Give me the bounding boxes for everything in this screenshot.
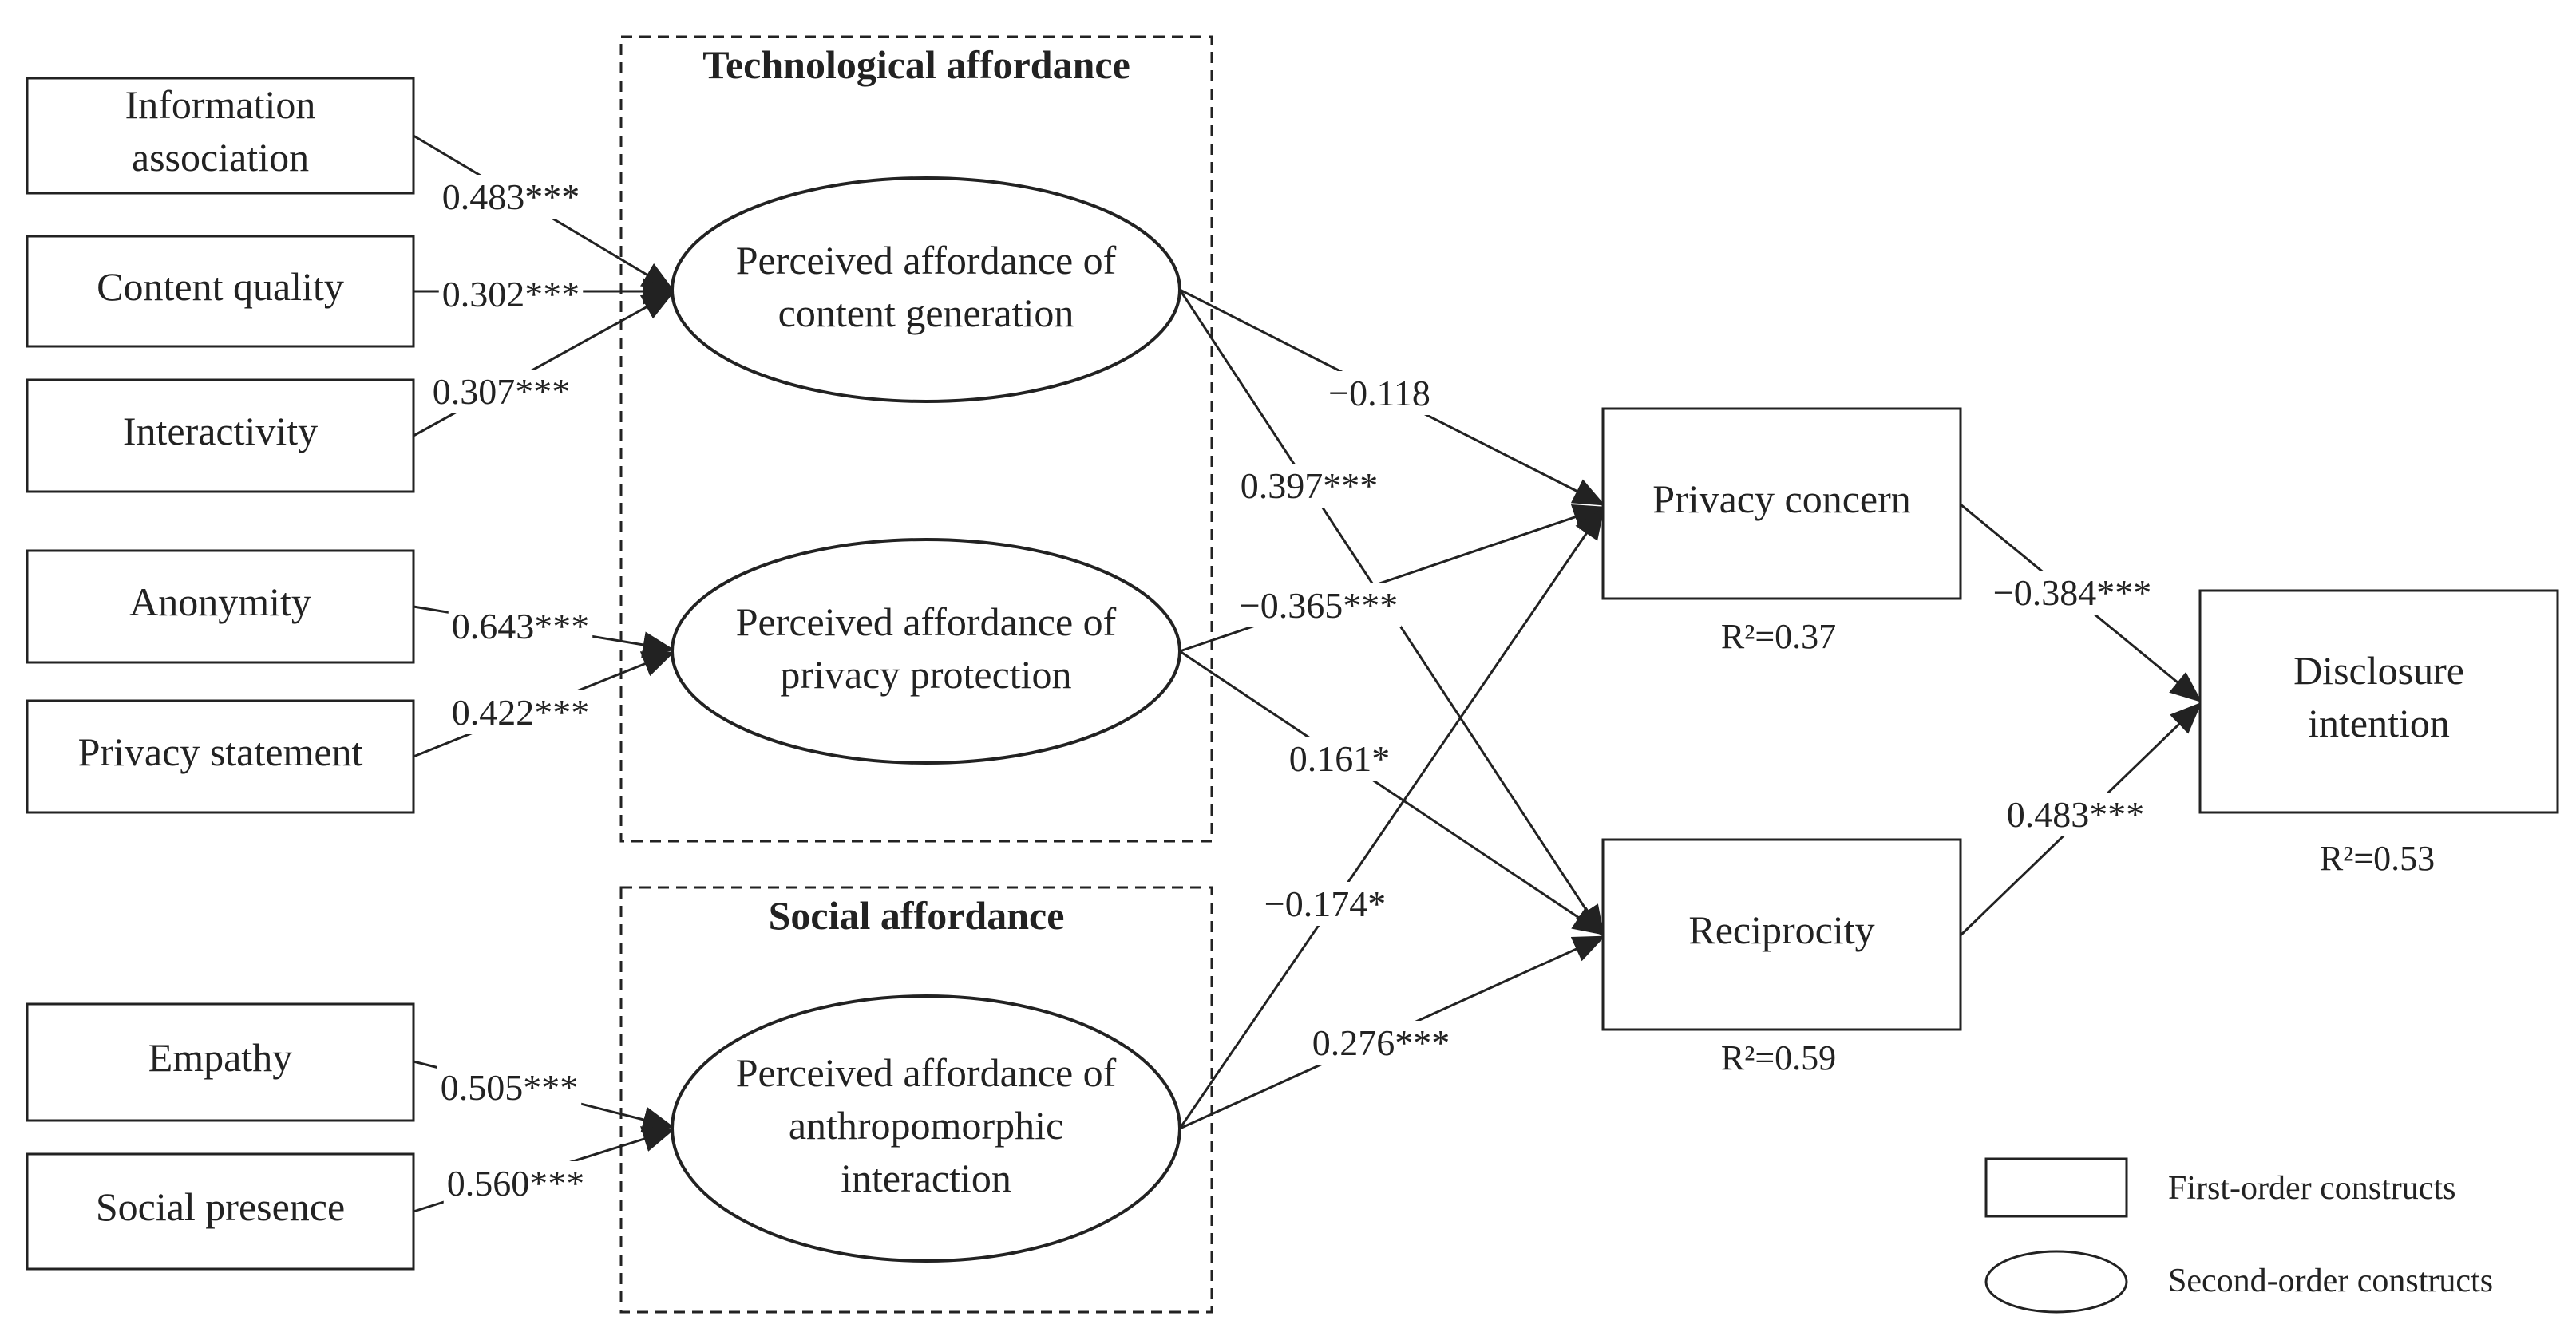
social-presence-box: [26, 1152, 415, 1271]
construct-information-association: Information association: [26, 77, 415, 195]
construct-reciprocity: Reciprocity: [1601, 838, 1962, 1031]
coef-bg-cg-to-pc: [1325, 371, 1434, 415]
coef-bg-privacy-statement: [448, 690, 593, 734]
coef-bg-cg-to-rec: [1237, 464, 1382, 508]
content-generation-label-line-2: content generation: [778, 291, 1074, 335]
coef-an-to-pc: −0.174*: [1264, 883, 1386, 924]
social-affordance-group: Social affordance: [619, 886, 1213, 1314]
coef-bg-an-to-pc: [1260, 882, 1390, 926]
disclosure-intention-label-line-2: intention: [2308, 701, 2450, 745]
coef-bg-empathy: [437, 1065, 582, 1109]
coef-bg-interactivity: [429, 370, 574, 413]
technological-affordance-group: Technological affordance: [619, 35, 1213, 843]
reciprocity-label-line-1: Reciprocity: [1688, 907, 1874, 952]
construct-content-quality: Content quality: [26, 235, 415, 348]
coef-interactivity: 0.307***: [433, 371, 571, 412]
social-presence-label-line-1: Social presence: [96, 1184, 345, 1229]
legend-second-order: Second-order constructs: [2168, 1263, 2493, 1299]
privacy-statement-box: [26, 699, 415, 814]
pp-to-rec-arrow: [1179, 650, 1605, 935]
construct-social-presence: Social presence: [26, 1152, 415, 1271]
reciprocity-r2: R²=0.59: [1721, 1038, 1836, 1077]
pp-to-pc-arrow: [1179, 504, 1606, 653]
construct-anonymity: Anonymity: [26, 549, 415, 664]
legend: First-order constructs Second-order cons…: [1984, 1157, 2493, 1314]
coef-bg-social-presence: [443, 1161, 588, 1205]
construct-empathy: Empathy: [26, 1002, 415, 1122]
coef-content-quality: 0.302***: [442, 274, 580, 314]
coef-bg-content-quality: [438, 272, 584, 316]
coef-bg-rec-to-di: [2003, 793, 2148, 836]
privacy-protection-label-line-1: Perceived affordance of: [736, 599, 1117, 644]
coef-empathy: 0.505***: [441, 1067, 579, 1108]
construct-privacy-statement: Privacy statement: [26, 699, 415, 814]
coef-anonymity: 0.643***: [452, 606, 590, 646]
coef-information-association: 0.483***: [442, 176, 580, 217]
interactivity-label-line-1: Interactivity: [123, 409, 318, 453]
coef-an-to-rec: 0.276***: [1312, 1022, 1450, 1063]
coef-bg-pc-to-di: [1989, 571, 2155, 615]
information-association-label-line-1: Information: [125, 82, 316, 127]
anthropomorphic-ellipse: [671, 994, 1181, 1263]
construct-interactivity: Interactivity: [26, 378, 415, 493]
coef-bg-pp-to-pc: [1236, 583, 1402, 627]
construct-privacy-concern: Privacy concern: [1601, 407, 1962, 600]
construct-privacy-protection: Perceived affordance of privacy protectio…: [671, 538, 1181, 765]
privacy-concern-label-line-1: Privacy concern: [1652, 476, 1910, 521]
content-generation-label-line-1: Perceived affordance of: [736, 238, 1117, 283]
coef-pp-to-rec: 0.161*: [1289, 738, 1391, 779]
anonymity-box: [26, 549, 415, 664]
privacy-concern-r2: R²=0.37: [1721, 617, 1836, 656]
privacy-protection-label-line-2: privacy protection: [780, 652, 1071, 697]
disclosure-intention-r2: R²=0.53: [2320, 839, 2435, 878]
privacy-concern-box: [1601, 407, 1962, 600]
content-generation-ellipse: [671, 176, 1181, 403]
coef-cg-to-pc: −0.118: [1328, 373, 1430, 413]
coef-bg-pp-to-rec: [1285, 737, 1394, 781]
coef-social-presence: 0.560***: [447, 1163, 585, 1204]
empathy-label-line-1: Empathy: [148, 1035, 293, 1080]
construct-disclosure-intention: Disclosure intention: [2198, 589, 2559, 814]
anthropomorphic-label-line-3: interaction: [841, 1156, 1011, 1200]
construct-content-generation: Perceived affordance of content generatio…: [671, 176, 1181, 403]
coef-bg-anonymity: [448, 604, 593, 648]
coef-privacy-statement: 0.422***: [452, 692, 590, 733]
privacy-protection-ellipse: [671, 538, 1181, 765]
anthropomorphic-label-line-1: Perceived affordance of: [736, 1050, 1117, 1095]
coef-bg-information-association: [438, 175, 584, 219]
an-to-pc-arrow: [1178, 507, 1605, 1129]
empathy-box: [26, 1002, 415, 1122]
interactivity-box: [26, 378, 415, 493]
technological-affordance-title: Technological affordance: [702, 42, 1130, 87]
legend-first-order: First-order constructs: [2168, 1170, 2455, 1207]
anonymity-label-line-1: Anonymity: [129, 579, 311, 624]
social-affordance-title: Social affordance: [769, 893, 1065, 938]
privacy-statement-label-line-1: Privacy statement: [78, 729, 363, 774]
disclosure-intention-label-line-1: Disclosure: [2293, 648, 2464, 693]
coef-pp-to-pc: −0.365***: [1240, 585, 1398, 626]
coef-pc-to-di: −0.384***: [1993, 572, 2151, 613]
construct-anthropomorphic: Perceived affordance of anthropomorphic in…: [671, 994, 1181, 1263]
content-quality-box: [26, 235, 415, 348]
legend-ellipse-swatch: [1984, 1250, 2128, 1314]
coef-bg-an-to-rec: [1308, 1021, 1454, 1065]
disclosure-intention-box: [2198, 589, 2559, 814]
path-coefficients: 0.483*** 0.302*** 0.307*** 0.643*** 0.422***…: [429, 175, 2155, 1205]
coef-cg-to-rec: 0.397***: [1241, 465, 1379, 506]
content-quality-label-line-1: Content quality: [97, 264, 344, 309]
information-association-label-line-2: association: [132, 135, 309, 180]
coef-rec-to-di: 0.483***: [2007, 794, 2145, 835]
anthropomorphic-label-line-2: anthropomorphic: [789, 1103, 1063, 1148]
legend-rectangle-swatch: [1984, 1157, 2128, 1218]
information-association-box: [26, 77, 415, 195]
reciprocity-box: [1601, 838, 1962, 1031]
